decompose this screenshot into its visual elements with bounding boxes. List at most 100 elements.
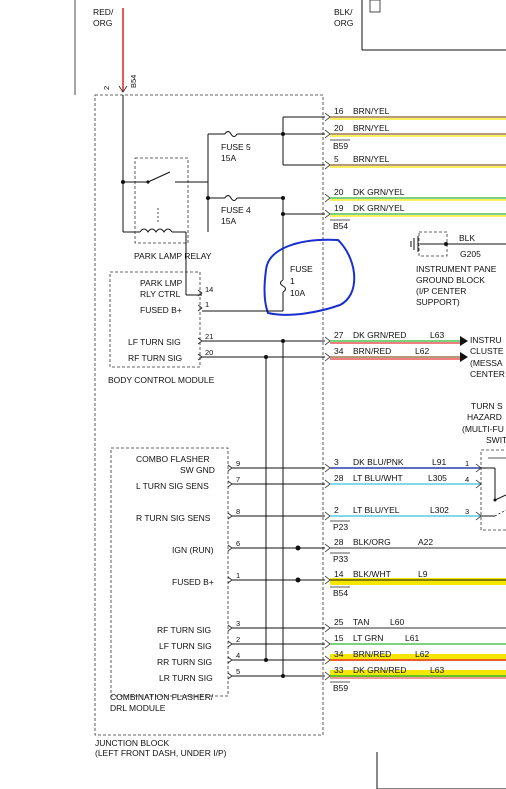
right-wire-labels: 16 BRN/YEL 20 BRN/YEL 5 BRN/YEL 20 DK GR…: [334, 106, 449, 675]
flasher-pin-9: 9: [236, 459, 240, 468]
flasher-rr-turn: RR TURN SIG: [157, 657, 212, 667]
fuse1-number: 1: [290, 276, 295, 286]
flasher-r-turn-sens: R TURN SIG SENS: [136, 513, 211, 523]
flasher-box: [110, 447, 229, 697]
fuse5-rating: 15A: [221, 153, 236, 163]
w4-pin: 20: [334, 187, 344, 197]
instrument-cluster: INSTRU CLUSTE (MESSA CENTER: [460, 335, 505, 379]
ground-wire-color: BLK: [459, 233, 475, 243]
conn-b59-bottom: B59: [333, 683, 348, 693]
w8-pin: 3: [334, 457, 339, 467]
flasher-lf-turn: LF TURN SIG: [159, 641, 212, 651]
w15-pin: 34: [334, 649, 344, 659]
w7-circuit: L62: [415, 346, 429, 356]
w12-color: BLK/WHT: [353, 569, 391, 579]
junction-block-label-1: JUNCTION BLOCK: [95, 738, 169, 748]
w8-color: DK BLU/PNK: [353, 457, 404, 467]
top-left-wire-pin: 2: [102, 86, 111, 90]
w7-color: BRN/RED: [353, 346, 391, 356]
bottom-right-lines: [376, 752, 506, 789]
fuse4-symbol: [224, 195, 238, 201]
ground-line4: SUPPORT): [416, 297, 460, 307]
flasher-pin-4: 4: [236, 651, 240, 660]
bcm-rf-turn: RF TURN SIG: [128, 353, 182, 363]
cluster-line1: INSTRU: [470, 335, 502, 345]
w10-pin: 2: [334, 505, 339, 515]
top-left-wire-color-top: RED/: [93, 7, 114, 17]
hazard-line3: (MULTI-FU: [462, 424, 504, 434]
flasher-combo-1: COMBO FLASHER: [136, 454, 210, 464]
conn-b59-top: B59: [333, 141, 348, 151]
w1-color: BRN/YEL: [353, 106, 390, 116]
w11-circuit: A22: [418, 537, 433, 547]
relay-coil: [139, 228, 173, 233]
conn-b54-top: B54: [333, 221, 348, 231]
bcm-box: [109, 271, 201, 368]
bcm-park-lmp: PARK LMP: [140, 278, 183, 288]
right-colored-wires: [330, 116, 506, 679]
w1-pin: 16: [334, 106, 344, 116]
w16-pin: 33: [334, 665, 344, 675]
ground-line2: GROUND BLOCK: [416, 275, 485, 285]
w9-circuit: L305: [428, 473, 447, 483]
bcm-pin-1: 1: [205, 300, 209, 309]
w2-pin: 20: [334, 123, 344, 133]
flasher-fused-b: FUSED B+: [172, 577, 214, 587]
w12-circuit: L9: [418, 569, 428, 579]
hand-drawn-circle-annotation: [263, 238, 356, 316]
w6-circuit: L63: [430, 330, 444, 340]
fuse1-rating: 10A: [290, 288, 305, 298]
flasher-ign: IGN (RUN): [172, 545, 214, 555]
park-lamp-relay-box: [134, 157, 189, 244]
fuse5-name: FUSE 5: [221, 142, 251, 152]
w8-circuit: L91: [432, 457, 446, 467]
w2-color: BRN/YEL: [353, 123, 390, 133]
bcm-title: BODY CONTROL MODULE: [108, 375, 215, 385]
cluster-line2: CLUSTE: [470, 346, 504, 356]
flasher-pin-8: 8: [236, 507, 240, 516]
flasher-pin-6: 6: [236, 539, 240, 548]
flasher-pin-1: 1: [236, 571, 240, 580]
flasher-title-2: DRL MODULE: [110, 703, 166, 713]
bcm-rly-ctrl: RLY CTRL: [140, 289, 181, 299]
fuse1-name: FUSE: [290, 264, 313, 274]
fuse4-name: FUSE 4: [221, 205, 251, 215]
flasher-title-1: COMBINATION FLASHER/: [110, 692, 214, 702]
fuse5-symbol: [224, 131, 238, 137]
w15-color: BRN/RED: [353, 649, 391, 659]
junction-block: [94, 94, 324, 736]
flasher-rf-turn: RF TURN SIG: [157, 625, 211, 635]
hazard-switch: TURN S HAZARD (MULTI-FU SWIT 1 4 3: [462, 401, 506, 531]
conn-p23: P23: [333, 522, 348, 532]
connector-labels: B59 B54 P23 P33 B54 B59: [330, 139, 350, 693]
flasher-pin-3: 3: [236, 619, 240, 628]
ground-id: G205: [460, 249, 481, 259]
bcm-pin-21: 21: [205, 332, 213, 341]
w13-circuit: L60: [390, 617, 404, 627]
w6-pin: 27: [334, 330, 344, 340]
bcm-fused-b: FUSED B+: [140, 305, 182, 315]
flasher-pin-2: 2: [236, 635, 240, 644]
w13-pin: 25: [334, 617, 344, 627]
top-left-wire-color-bottom: ORG: [93, 18, 112, 28]
flasher-pin-5: 5: [236, 667, 240, 676]
hazard-line2: HAZARD: [467, 412, 502, 422]
bcm-pin-14: 14: [205, 285, 213, 294]
w9-color: LT BLU/WHT: [353, 473, 403, 483]
junction-block-label-2: (LEFT FRONT DASH, UNDER I/P): [95, 748, 227, 758]
w3-color: BRN/YEL: [353, 154, 390, 164]
top-right-wire-color-bottom: ORG: [334, 18, 353, 28]
w15-circuit: L62: [415, 649, 429, 659]
w14-pin: 15: [334, 633, 344, 643]
cluster-line3: (MESSA: [470, 358, 503, 368]
bcm-pin-20: 20: [205, 348, 213, 357]
bcm-lf-turn: LF TURN SIG: [128, 337, 181, 347]
relay-switch: [147, 171, 171, 183]
flasher-pin-chevrons: [227, 464, 233, 680]
w9-pin: 28: [334, 473, 344, 483]
hazard-line1: TURN S: [471, 401, 503, 411]
ground-line3: (I/P CENTER: [416, 286, 466, 296]
w5-pin: 19: [334, 203, 344, 213]
w11-pin: 28: [334, 537, 344, 547]
flasher-l-turn-sens: L TURN SIG SENS: [136, 481, 209, 491]
